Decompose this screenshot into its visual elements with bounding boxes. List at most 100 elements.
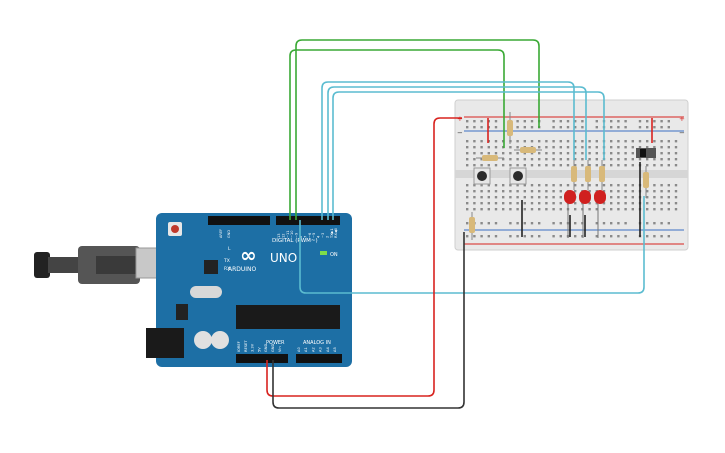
breadboard-hole — [588, 140, 591, 143]
breadboard-hole — [617, 152, 620, 155]
breadboard-hole — [530, 158, 534, 161]
breadboard-hole — [660, 146, 663, 149]
breadboard-hole — [552, 196, 555, 199]
breadboard-hole — [624, 126, 627, 129]
breadboard-hole — [466, 152, 469, 155]
regulator — [176, 304, 188, 320]
breadboard-hole — [653, 184, 656, 187]
breadboard-hole — [473, 120, 476, 123]
breadboard-hole — [631, 164, 634, 167]
pin-label: ~11 — [286, 230, 290, 238]
breadboard-hole — [516, 164, 519, 167]
breadboard-hole — [487, 235, 490, 238]
breadboard-hole — [545, 164, 548, 167]
crystal — [190, 286, 222, 298]
breadboard-hole — [494, 202, 498, 205]
breadboard-hole — [473, 164, 476, 167]
breadboard-hole — [538, 184, 541, 187]
breadboard-hole — [480, 152, 483, 155]
breadboard-hole — [646, 146, 649, 149]
breadboard-hole — [516, 120, 519, 123]
breadboard-hole — [660, 235, 663, 238]
pin-label: A3 — [319, 347, 323, 352]
breadboard-hole — [559, 202, 562, 205]
breadboard-hole — [624, 208, 627, 211]
pin-label: 4 — [317, 235, 321, 238]
push-button — [509, 167, 527, 185]
breadboard-hole — [480, 140, 483, 143]
breadboard-hole — [602, 222, 606, 225]
breadboard-hole — [631, 208, 634, 211]
breadboard-hole — [660, 126, 663, 129]
breadboard-hole — [581, 126, 584, 129]
breadboard-hole — [602, 208, 606, 211]
breadboard-hole — [552, 184, 555, 187]
breadboard-hole — [466, 190, 469, 193]
breadboard-hole — [667, 184, 670, 187]
breadboard-hole — [595, 235, 598, 238]
pin-label: A1 — [304, 347, 308, 352]
analog-header — [296, 354, 342, 363]
resistor — [599, 160, 605, 190]
breadboard-hole — [588, 190, 591, 193]
rail-minus-sign: − — [679, 129, 685, 137]
wire-red — [266, 117, 462, 397]
power-label: POWER — [266, 340, 285, 346]
pin-label: ~3 — [321, 233, 325, 238]
resistor — [585, 160, 591, 190]
pin-label: GND — [264, 344, 268, 352]
breadboard-hole — [516, 222, 519, 225]
breadboard-hole — [516, 126, 519, 129]
pin-label: A4 — [326, 347, 330, 352]
breadboard-hole — [617, 146, 620, 149]
breadboard-hole — [538, 158, 541, 161]
breadboard-hole — [667, 140, 670, 143]
breadboard-hole — [480, 184, 483, 187]
breadboard-hole — [487, 196, 490, 199]
breadboard-hole — [487, 202, 490, 205]
breadboard-hole — [574, 190, 577, 193]
breadboard-hole — [617, 164, 620, 167]
breadboard-hole — [480, 164, 483, 167]
breadboard-hole — [617, 120, 620, 123]
breadboard-hole — [646, 158, 649, 161]
breadboard-hole — [473, 202, 476, 205]
breadboard-hole — [610, 196, 613, 199]
breadboard-hole — [559, 235, 562, 238]
breadboard-hole — [487, 208, 490, 211]
resistor — [643, 166, 649, 198]
rx-label: RX — [224, 266, 230, 272]
breadboard-hole — [480, 222, 483, 225]
pin-label: IOREF — [237, 341, 241, 352]
breadboard-hole — [480, 146, 483, 149]
breadboard-hole — [473, 184, 476, 187]
breadboard-hole — [559, 190, 562, 193]
breadboard-hole — [509, 202, 512, 205]
breadboard-hole — [480, 158, 483, 161]
breadboard-hole — [674, 184, 678, 187]
rail-plus-sign: + — [457, 115, 463, 123]
capacitor — [194, 331, 212, 349]
usb-chip — [204, 260, 218, 274]
breadboard-hole — [466, 208, 469, 211]
breadboard-hole — [473, 140, 476, 143]
breadboard-hole — [581, 158, 584, 161]
breadboard-hole — [545, 158, 548, 161]
breadboard-hole — [566, 146, 570, 149]
breadboard-hole — [530, 222, 534, 225]
breadboard-hole — [523, 202, 526, 205]
breadboard-hole — [494, 196, 498, 199]
breadboard-hole — [523, 190, 526, 193]
breadboard-hole — [638, 126, 642, 129]
breadboard-hole — [530, 184, 534, 187]
breadboard-hole — [466, 126, 469, 129]
breadboard-hole — [538, 152, 541, 155]
breadboard-hole — [653, 146, 656, 149]
breadboard-hole — [624, 196, 627, 199]
breadboard-hole — [624, 120, 627, 123]
breadboard-hole — [538, 208, 541, 211]
breadboard-hole — [487, 190, 490, 193]
breadboard-hole — [624, 140, 627, 143]
